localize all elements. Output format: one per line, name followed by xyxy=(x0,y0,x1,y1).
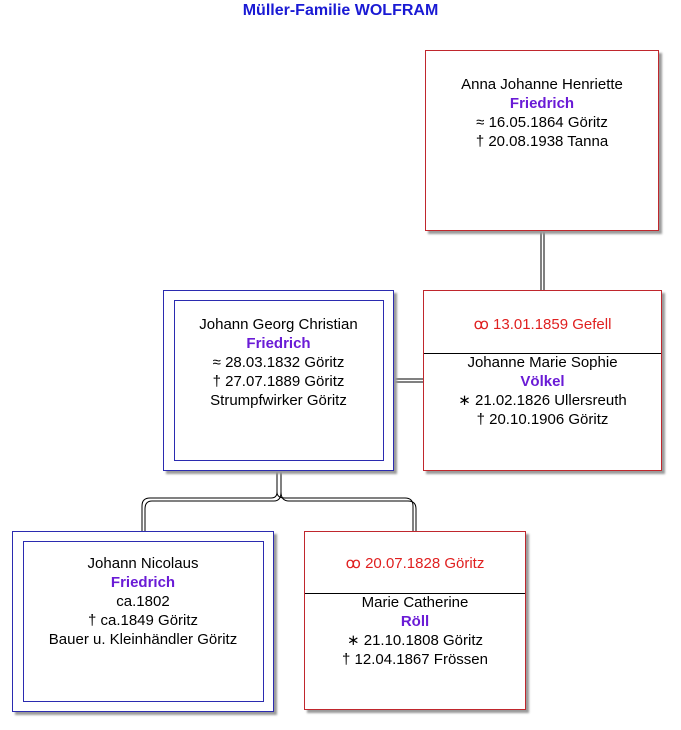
death-date: † ca.1849 Göritz xyxy=(87,612,199,629)
birth-date: ∗ 21.02.1826 Ullersreuth xyxy=(458,392,627,409)
page-title: Müller-Familie WOLFRAM xyxy=(242,2,439,19)
person-box-anna[interactable]: Anna Johanne Henriette Friedrich ≈ 16.05… xyxy=(425,50,659,231)
given-name: Johann Georg Christian xyxy=(199,316,358,333)
marriage-date: ꝏ 20.07.1828 Göritz xyxy=(345,555,485,572)
given-name: Johanne Marie Sophie xyxy=(467,354,618,371)
birth-date: ca.1802 xyxy=(116,593,170,610)
given-name: Anna Johanne Henriette xyxy=(461,76,623,93)
birth-date: ∗ 21.10.1808 Göritz xyxy=(347,632,483,649)
divider xyxy=(305,593,525,594)
death-date: † 27.07.1889 Göritz xyxy=(212,373,345,390)
death-date: † 12.04.1867 Frössen xyxy=(342,651,488,668)
death-date: † 20.10.1906 Göritz xyxy=(476,411,609,428)
surname: Friedrich xyxy=(110,574,176,591)
occupation: Strumpfwirker Göritz xyxy=(210,392,347,409)
baptism-date: ≈ 28.03.1832 Göritz xyxy=(212,354,345,371)
inner-frame xyxy=(23,541,264,702)
baptism-date: ≈ 16.05.1864 Göritz xyxy=(476,114,608,131)
marriage-date: ꝏ 13.01.1859 Gefell xyxy=(473,316,612,333)
surname: Völkel xyxy=(520,373,565,390)
person-box-marie-catherine[interactable]: ꝏ 20.07.1828 Göritz Marie Catherine Röll… xyxy=(304,531,526,710)
person-box-johann-georg[interactable]: Johann Georg Christian Friedrich ≈ 28.03… xyxy=(163,290,394,471)
person-box-johanne-marie[interactable]: ꝏ 13.01.1859 Gefell Johanne Marie Sophie… xyxy=(423,290,662,471)
surname: Röll xyxy=(400,613,430,630)
surname: Friedrich xyxy=(509,95,575,112)
person-box-johann-nicolaus[interactable]: Johann Nicolaus Friedrich ca.1802 † ca.1… xyxy=(12,531,274,712)
surname: Friedrich xyxy=(246,335,311,352)
given-name: Marie Catherine xyxy=(361,594,469,611)
death-date: † 20.08.1938 Tanna xyxy=(475,133,609,150)
divider xyxy=(424,353,661,354)
given-name: Johann Nicolaus xyxy=(87,555,199,572)
inner-frame xyxy=(174,300,384,461)
occupation: Bauer u. Kleinhändler Göritz xyxy=(48,631,238,648)
